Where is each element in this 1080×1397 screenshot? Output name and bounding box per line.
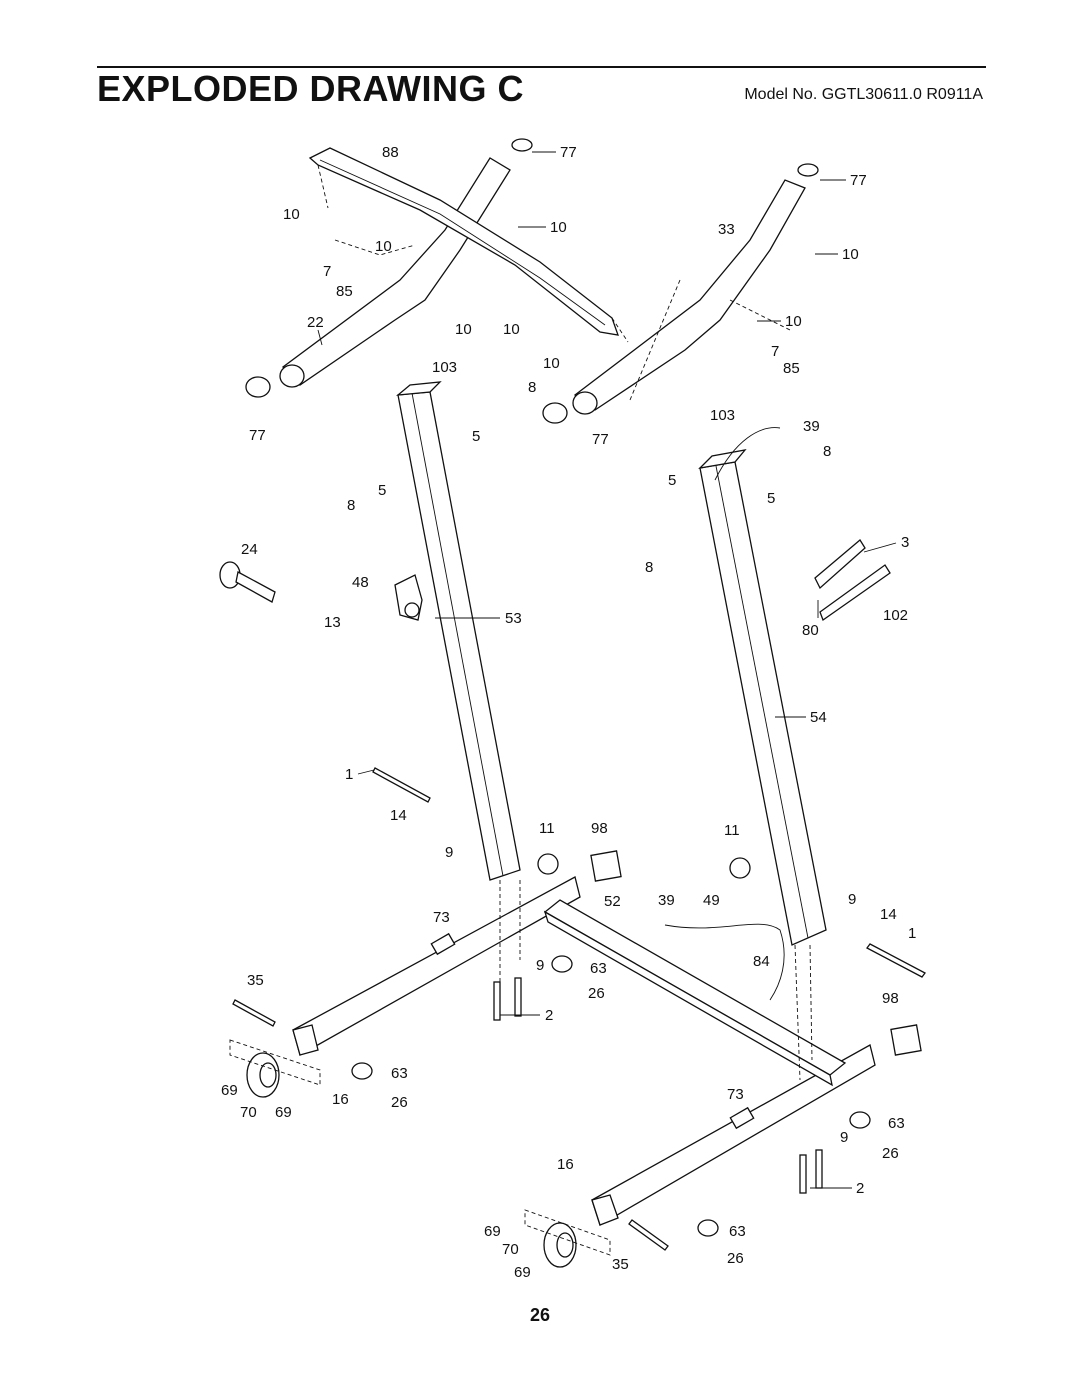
callout-35: 35: [247, 972, 264, 989]
callout-88: 88: [382, 144, 399, 161]
callout-9: 9: [840, 1129, 848, 1146]
callout-49: 49: [703, 892, 720, 909]
callout-5: 5: [472, 428, 480, 445]
callout-73: 73: [727, 1086, 744, 1103]
callout-77: 77: [249, 427, 266, 444]
callout-77: 77: [560, 144, 577, 161]
callout-48: 48: [352, 574, 369, 591]
callout-10: 10: [503, 321, 520, 338]
callout-69: 69: [275, 1104, 292, 1121]
assembly-guides: [229, 164, 813, 1256]
callout-98: 98: [591, 820, 608, 837]
callout-10: 10: [550, 219, 567, 236]
callout-52: 52: [604, 893, 621, 910]
callout-3: 3: [901, 534, 909, 551]
callout-54: 54: [810, 709, 827, 726]
callout-8: 8: [347, 497, 355, 514]
bracket-48: [394, 574, 423, 621]
callout-1: 1: [908, 925, 916, 942]
callout-33: 33: [718, 221, 735, 238]
callout-9: 9: [445, 844, 453, 861]
callout-26: 26: [882, 1145, 899, 1162]
callout-10: 10: [543, 355, 560, 372]
callout-63: 63: [391, 1065, 408, 1082]
callout-63: 63: [590, 960, 607, 977]
right-handrail: [572, 179, 806, 415]
callout-69: 69: [484, 1223, 501, 1240]
callout-9: 9: [848, 891, 856, 908]
model-number: Model No. GGTL30611.0 R0911A: [744, 86, 983, 103]
base-frame: [292, 876, 876, 1226]
left-upright-53: [395, 381, 521, 881]
callout-14: 14: [880, 906, 897, 923]
callout-10: 10: [375, 238, 392, 255]
callout-39: 39: [658, 892, 675, 909]
callout-26: 26: [588, 985, 605, 1002]
callout-5: 5: [767, 490, 775, 507]
callout-8: 8: [823, 443, 831, 460]
callout-5: 5: [668, 472, 676, 489]
callout-24: 24: [241, 541, 258, 558]
callout-7: 7: [771, 343, 779, 360]
callouts: 88 77 77 10 10 10 33 10 7 85 22 10 10 10…: [221, 144, 916, 1281]
callout-77: 77: [592, 431, 609, 448]
callout-10: 10: [455, 321, 472, 338]
callout-8: 8: [528, 379, 536, 396]
callout-26: 26: [727, 1250, 744, 1267]
callout-26: 26: [391, 1094, 408, 1111]
callout-13: 13: [324, 614, 341, 631]
callout-9: 9: [536, 957, 544, 974]
leader-lines: [317, 151, 897, 1189]
callout-10: 10: [842, 246, 859, 263]
callout-69: 69: [221, 1082, 238, 1099]
callout-16: 16: [557, 1156, 574, 1173]
wire-harness-39: [664, 427, 785, 1001]
front-wheel-right: [543, 1222, 577, 1268]
crossbar-88: [308, 147, 619, 336]
callout-16: 16: [332, 1091, 349, 1108]
callout-53: 53: [505, 610, 522, 627]
callout-5: 5: [378, 482, 386, 499]
callout-103: 103: [710, 407, 735, 424]
callout-85: 85: [336, 283, 353, 300]
callout-80: 80: [802, 622, 819, 639]
callout-77: 77: [850, 172, 867, 189]
left-handrail-22: [279, 157, 511, 388]
callout-10: 10: [785, 313, 802, 330]
callout-84: 84: [753, 953, 770, 970]
callout-14: 14: [390, 807, 407, 824]
callout-98: 98: [882, 990, 899, 1007]
callout-35: 35: [612, 1256, 629, 1273]
callout-2: 2: [545, 1007, 553, 1024]
callout-10: 10: [283, 206, 300, 223]
callout-103: 103: [432, 359, 457, 376]
callout-1: 1: [345, 766, 353, 783]
fasteners: [232, 138, 926, 1251]
callout-63: 63: [888, 1115, 905, 1132]
right-upright-54: [698, 449, 827, 946]
callout-39: 39: [803, 418, 820, 435]
callout-70: 70: [502, 1241, 519, 1258]
callout-11: 11: [539, 820, 555, 837]
callout-7: 7: [323, 263, 331, 280]
header-rule: [97, 66, 986, 68]
callout-85: 85: [783, 360, 800, 377]
front-wheel-left: [246, 1052, 280, 1098]
knob-24: [219, 561, 276, 603]
callout-73: 73: [433, 909, 450, 926]
tray-80: [814, 539, 891, 622]
callout-69: 69: [514, 1264, 531, 1281]
callout-63: 63: [729, 1223, 746, 1240]
page-title: EXPLODED DRAWING C: [97, 68, 525, 109]
callout-11: 11: [724, 822, 740, 839]
callout-2: 2: [856, 1180, 864, 1197]
callout-8: 8: [645, 559, 653, 576]
page-number: 26: [529, 1305, 551, 1325]
callout-22: 22: [307, 314, 324, 331]
callout-102: 102: [883, 607, 908, 624]
callout-70: 70: [240, 1104, 257, 1121]
